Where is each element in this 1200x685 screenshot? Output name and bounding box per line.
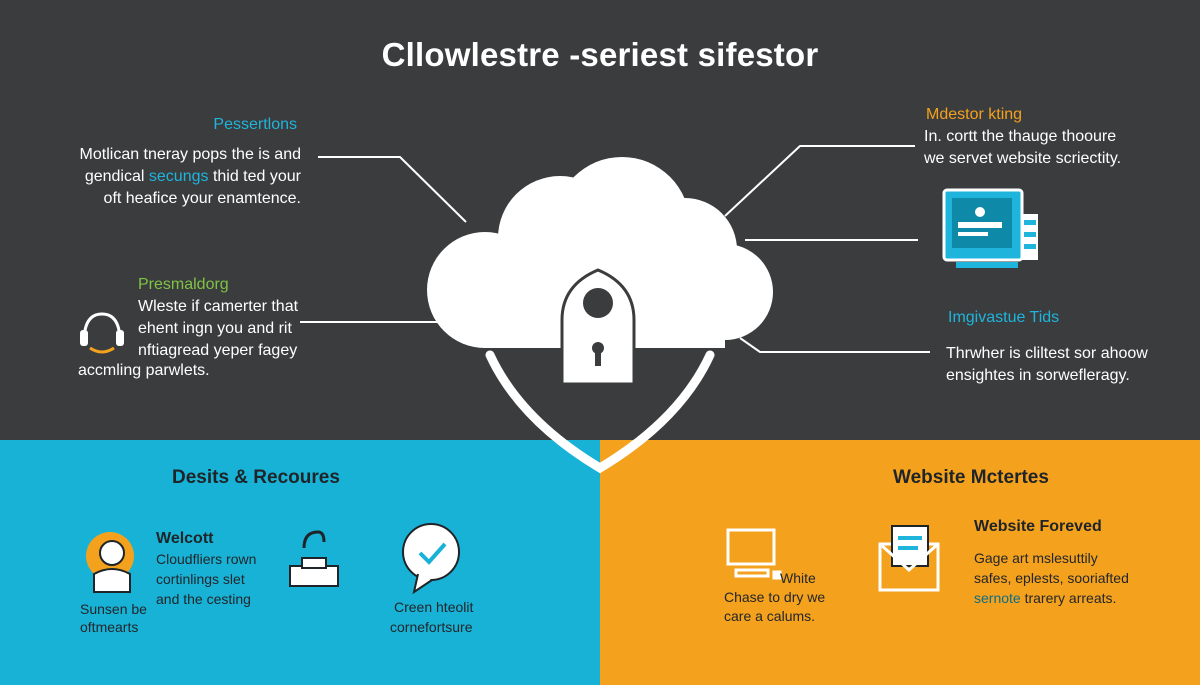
computer-icon <box>726 528 782 580</box>
connector-right-mid <box>739 337 930 353</box>
right-mid-header: Imgivastue Tids <box>948 309 1060 326</box>
left-mid-header: Presmaldorg <box>138 276 229 293</box>
foreved-line-1: Gage art mslesuttily <box>974 550 1098 566</box>
left-top-text: Motlican tneray pops the is and gendical… <box>79 146 301 207</box>
welcott-line-3: and the cesting <box>156 591 251 607</box>
left-top-header: Pessertlons <box>213 116 297 133</box>
left-mid-line-4: accmling parwlets. <box>78 362 210 379</box>
welcott-line-2: cortinlings slet <box>156 571 245 587</box>
monitor-icon <box>942 188 1038 268</box>
right-mid-line-2: ensightes in sorwefleragy. <box>946 367 1130 384</box>
check-caption-1: Creen hteolit <box>394 599 474 615</box>
left-mid-line-2: ehent ingn you and rit <box>138 320 292 337</box>
headset-icon <box>80 312 124 354</box>
right-top-header: Mdestor kting <box>926 106 1023 123</box>
connector-left-top <box>318 156 467 223</box>
shield-icon <box>485 350 715 474</box>
resources-title: Desits & Recoures <box>172 467 340 488</box>
person-caption-2: oftmearts <box>80 619 139 635</box>
foreved-line-3: sernote trarery arreats. <box>974 590 1117 606</box>
lab-icon <box>289 530 339 587</box>
connector-lines <box>300 145 930 353</box>
welcott-line-1: Cloudfliers rown <box>156 551 257 567</box>
foreved-line-2: safes, eplests, sooriafted <box>974 570 1129 586</box>
welcott-heading: Welcott <box>156 530 214 547</box>
white-line-3: care a calums. <box>724 608 816 624</box>
website-title: Website Mctertes <box>893 467 1049 488</box>
left-mid-line-1: Wleste if camerter that <box>138 298 299 315</box>
person-icon <box>86 532 134 593</box>
white-line-2: Chase to dry we <box>724 589 826 605</box>
right-top-line-1: In. cortt the thauge thooure <box>924 128 1117 145</box>
left-mid-line-3: nftiagread yeper fagey <box>138 342 298 359</box>
page-title: Cllowlestre -seriest sifestor <box>381 36 819 73</box>
white-line-1: White <box>780 570 816 586</box>
lock-icon <box>560 268 636 386</box>
envelope-icon <box>878 525 940 592</box>
person-caption-1: Sunsen be <box>80 601 147 617</box>
website-foreved-heading: Website Foreved <box>974 518 1102 535</box>
check-caption-2: cornefortsure <box>390 619 473 635</box>
right-top-line-2: we servet website scriectity. <box>924 150 1122 167</box>
connector-right-top <box>724 145 915 217</box>
right-mid-line-1: Thrwher is cliltest sor ahoow <box>946 345 1148 362</box>
chat-check-icon <box>402 523 460 595</box>
